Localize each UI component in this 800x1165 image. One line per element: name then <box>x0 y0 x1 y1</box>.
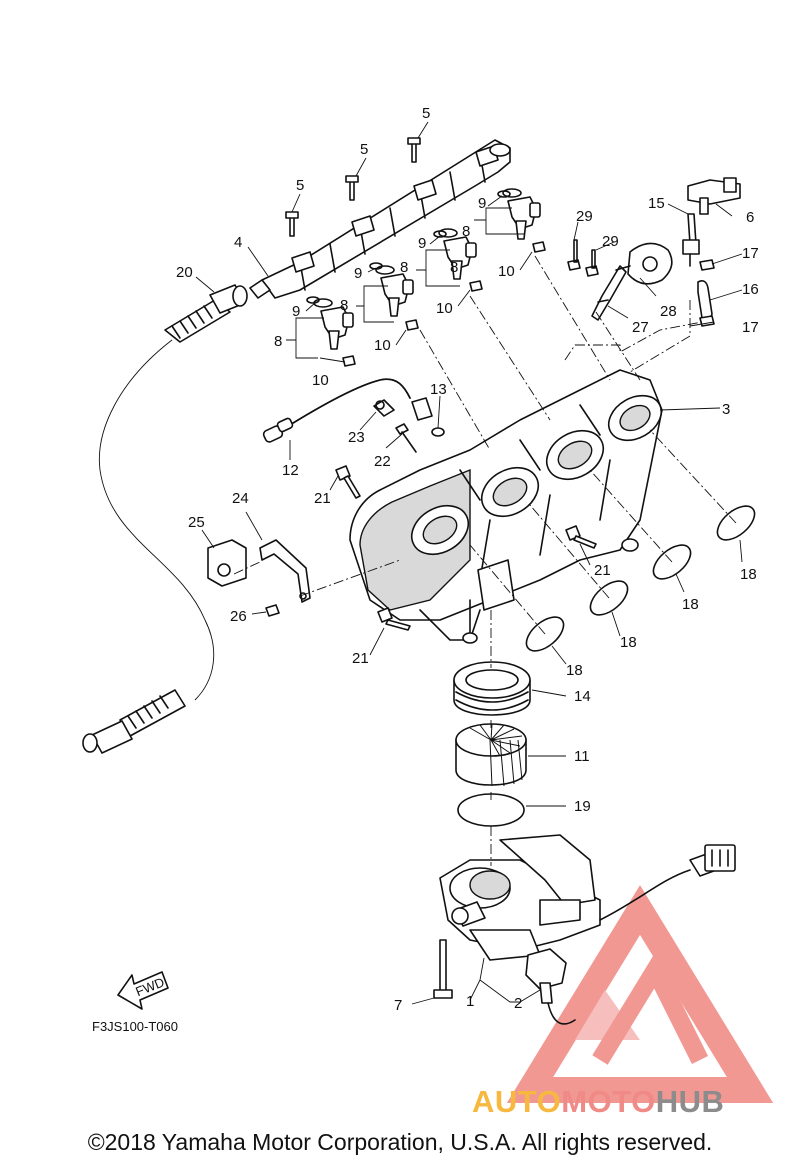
callout-12: 12 <box>282 462 299 479</box>
callout-21: 21 <box>352 650 369 667</box>
callout-25: 25 <box>188 514 205 531</box>
callout-3: 3 <box>722 401 730 418</box>
harness-wire <box>98 339 215 701</box>
bolt-5-group <box>285 137 421 237</box>
bracket-28 <box>627 242 673 285</box>
callout-18: 18 <box>620 634 637 651</box>
callout-5: 5 <box>360 141 368 158</box>
callout-29: 29 <box>602 233 619 250</box>
fuel-rail <box>249 139 511 299</box>
callout-10: 10 <box>374 337 391 354</box>
callout-26: 26 <box>230 608 247 625</box>
harness-connector-20 <box>164 284 248 343</box>
callout-19: 19 <box>574 798 591 815</box>
callout-21: 21 <box>314 490 331 507</box>
callout-14: 14 <box>574 688 591 705</box>
throttle-body-1 <box>439 834 601 961</box>
callout-28: 28 <box>660 303 677 320</box>
bolt-22 <box>395 423 417 453</box>
callout-13: 13 <box>430 381 447 398</box>
callout-9: 9 <box>354 265 362 282</box>
damper-25 <box>207 539 247 587</box>
callout-18: 18 <box>566 662 583 679</box>
copyright-notice: ©2018 Yamaha Motor Corporation, U.S.A. A… <box>87 1129 713 1155</box>
callout-8: 8 <box>400 259 408 276</box>
screw-29 <box>567 239 599 277</box>
watermark-text: AUTOMOTOHUB <box>472 1084 725 1119</box>
pipe-15 <box>682 213 700 267</box>
joint-14 <box>453 661 531 716</box>
callout-15: 15 <box>648 195 665 212</box>
callout-10: 10 <box>498 263 515 280</box>
callout-10: 10 <box>312 372 329 389</box>
callout-11: 11 <box>574 748 590 765</box>
hose-12 <box>262 378 411 443</box>
bolt-7 <box>433 939 453 999</box>
callout-16: 16 <box>742 281 759 298</box>
callout-10: 10 <box>436 300 453 317</box>
bracket-27 <box>591 265 631 321</box>
callout-9: 9 <box>292 303 300 320</box>
callout-27: 27 <box>632 319 649 336</box>
callout-8: 8 <box>340 297 348 314</box>
callout-20: 20 <box>176 264 193 281</box>
figure-code: F3JS100-T060 <box>92 1019 178 1034</box>
watermark-logo-icon <box>506 885 774 1103</box>
bracket-24 <box>259 539 311 603</box>
callout-21: 21 <box>594 562 611 579</box>
callout-4: 4 <box>234 234 242 251</box>
tps-connector-2 <box>525 948 576 1025</box>
callout-8: 8 <box>462 223 470 240</box>
callout-18: 18 <box>682 596 699 613</box>
callout-7: 7 <box>394 997 402 1014</box>
callout-8: 8 <box>450 259 458 276</box>
callout-numbers: 5 5 5 4 20 9 8 8 10 9 8 10 9 8 10 9 8 10… <box>176 105 759 1014</box>
callout-29: 29 <box>576 208 593 225</box>
bolt-26 <box>265 604 280 617</box>
gasket-18 <box>525 505 756 652</box>
fwd-arrow-icon: FWD <box>117 971 169 1010</box>
callout-6: 6 <box>746 209 754 226</box>
callout-8: 8 <box>274 333 282 350</box>
callout-2: 2 <box>514 995 522 1012</box>
callout-9: 9 <box>418 235 426 252</box>
callout-9: 9 <box>478 195 486 212</box>
injector-group <box>306 188 546 367</box>
harness-plug <box>599 844 736 921</box>
callout-24: 24 <box>232 490 249 507</box>
callout-5: 5 <box>422 105 430 122</box>
callout-23: 23 <box>348 429 365 446</box>
callout-5: 5 <box>296 177 304 194</box>
callout-18: 18 <box>740 566 757 583</box>
callout-22: 22 <box>374 453 391 470</box>
callout-1: 1 <box>466 993 474 1010</box>
callout-17: 17 <box>742 319 759 336</box>
screen-11 <box>455 723 527 787</box>
bolt-21 <box>335 465 597 631</box>
fitting-23 <box>373 399 395 417</box>
harness-end-connector <box>82 689 186 754</box>
callout-17: 17 <box>742 245 759 262</box>
intake-manifold-3 <box>349 369 663 644</box>
centre-lines <box>233 255 737 866</box>
leader-lines <box>195 121 743 1005</box>
hose-16 <box>697 280 713 321</box>
pressure-sensor-6 <box>687 177 741 215</box>
